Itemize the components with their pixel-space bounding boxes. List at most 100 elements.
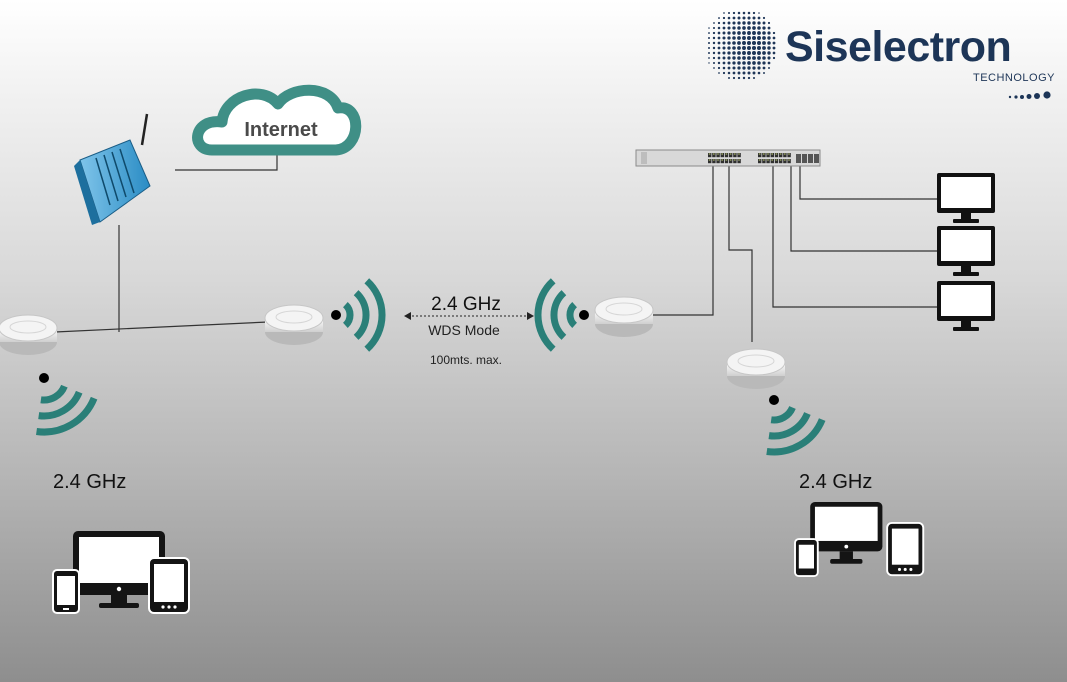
globe-dot <box>751 40 757 46</box>
globe-dot <box>708 52 710 54</box>
wave-arc <box>342 302 354 328</box>
uplink-port <box>808 154 813 163</box>
globe-dot <box>727 16 731 20</box>
globe-dot <box>722 66 726 70</box>
switch-port <box>762 159 766 164</box>
access-point-link-b <box>594 296 654 338</box>
cable-lines <box>54 148 938 342</box>
globe-dot <box>737 41 741 45</box>
globe-dot <box>713 22 715 24</box>
globe-dot <box>718 72 720 74</box>
globe-dot <box>717 36 721 40</box>
switch-port <box>774 153 779 158</box>
globe-dot <box>708 27 710 29</box>
globe-dot <box>717 51 721 55</box>
globe-dot <box>746 40 752 46</box>
port-led <box>758 159 761 161</box>
switch-port <box>783 159 787 164</box>
globe-dot <box>762 41 766 45</box>
globe-dot <box>767 31 771 35</box>
globe-dot <box>762 21 766 25</box>
globe-dot <box>712 56 716 60</box>
globe-dot <box>752 51 756 55</box>
globe-dot <box>747 31 751 35</box>
switch-port <box>708 153 712 158</box>
globe-dot <box>762 66 766 70</box>
globe-dot <box>767 51 771 55</box>
uplink-port <box>802 154 807 163</box>
globe-dot <box>712 41 716 45</box>
globe-dot <box>737 26 741 30</box>
globe-dot <box>767 61 771 65</box>
network-switch-icon <box>635 149 821 167</box>
globe-dot <box>757 46 761 50</box>
globe-dot <box>757 26 761 30</box>
globe-dot <box>732 41 736 45</box>
globe-dot <box>742 66 746 70</box>
globe-dot <box>722 16 726 20</box>
globe-dot <box>723 12 725 14</box>
globe-dot <box>772 46 776 50</box>
globe-dot <box>722 56 726 60</box>
globe-dot <box>752 36 756 40</box>
port-led <box>708 159 711 161</box>
globe-dot <box>732 26 736 30</box>
port-led <box>763 153 765 155</box>
globe-dot <box>713 67 715 69</box>
globe-dot <box>747 21 751 25</box>
switch-port <box>724 159 729 164</box>
globe-dot <box>717 46 721 50</box>
port-led <box>725 153 728 155</box>
globe-dot <box>732 51 736 55</box>
port-led <box>738 159 740 161</box>
globe-dot <box>708 32 710 34</box>
port-led <box>763 159 765 161</box>
monitor-icon <box>937 173 995 223</box>
globe-dot <box>747 16 751 20</box>
globe-dot <box>717 56 721 60</box>
globe-dot <box>727 21 731 25</box>
globe-dot <box>767 26 771 30</box>
globe-dot <box>722 46 726 50</box>
port-led <box>767 153 769 155</box>
wave-arc <box>36 396 98 436</box>
uplink-port <box>814 154 819 163</box>
globe-dot <box>737 16 741 20</box>
globe-dot <box>717 21 721 25</box>
globe-dot <box>757 41 761 45</box>
globe-dot <box>722 51 726 55</box>
globe-dot <box>747 51 751 55</box>
globe-dot <box>727 71 731 75</box>
globe-dot <box>707 41 711 45</box>
globe-dot <box>712 26 716 30</box>
switch-port <box>733 153 737 158</box>
globe-dot <box>772 36 776 40</box>
switch-port <box>724 153 729 158</box>
globe-dot <box>727 26 731 30</box>
globe-dot <box>742 56 746 60</box>
left-frequency-label: 2.4 GHz <box>53 471 126 493</box>
switch-port <box>708 159 712 164</box>
globe-dot <box>742 16 746 20</box>
wifi-wave-icon <box>766 395 826 456</box>
signal-dot <box>39 373 49 383</box>
port-led <box>713 159 715 161</box>
globe-dot <box>752 16 756 20</box>
globe-dot <box>742 31 746 35</box>
globe-dot <box>752 11 756 15</box>
globe-dot <box>737 56 741 60</box>
globe-dot <box>712 51 716 55</box>
switch-port <box>758 153 762 158</box>
port-led <box>717 159 719 161</box>
globe-dot <box>737 71 741 75</box>
globe-dot <box>712 61 716 65</box>
port-led <box>717 153 719 155</box>
port-led <box>775 153 778 155</box>
globe-dot <box>747 71 751 75</box>
switch-port <box>720 159 724 164</box>
monitor-icon <box>937 281 995 331</box>
wave-arc <box>364 278 386 352</box>
globe-dot <box>757 31 761 35</box>
internet-label: Internet <box>244 119 318 141</box>
switch-port <box>779 159 783 164</box>
